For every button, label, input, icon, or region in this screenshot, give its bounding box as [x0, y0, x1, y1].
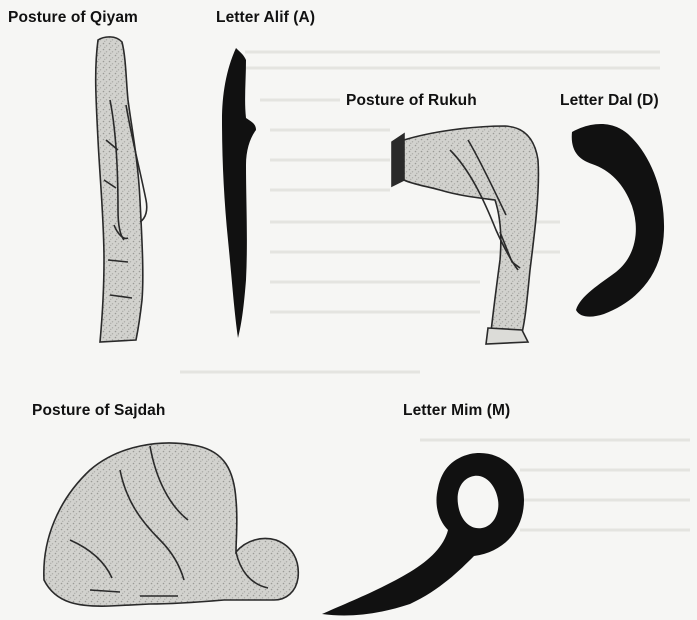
label-posture-sajdah: Posture of Sajdah	[32, 402, 165, 420]
label-letter-alif: Letter Alif (A)	[216, 9, 315, 27]
label-posture-qiyam: Posture of Qiyam	[8, 9, 138, 27]
label-letter-dal: Letter Dal (D)	[560, 92, 659, 110]
sajdah-figure	[44, 443, 298, 606]
label-posture-rukuh: Posture of Rukuh	[346, 92, 477, 110]
dal-letter	[572, 124, 664, 317]
label-letter-mim: Letter Mim (M)	[403, 402, 510, 420]
alif-letter	[222, 48, 256, 338]
qiyam-figure	[96, 37, 147, 342]
mim-letter	[322, 453, 524, 616]
